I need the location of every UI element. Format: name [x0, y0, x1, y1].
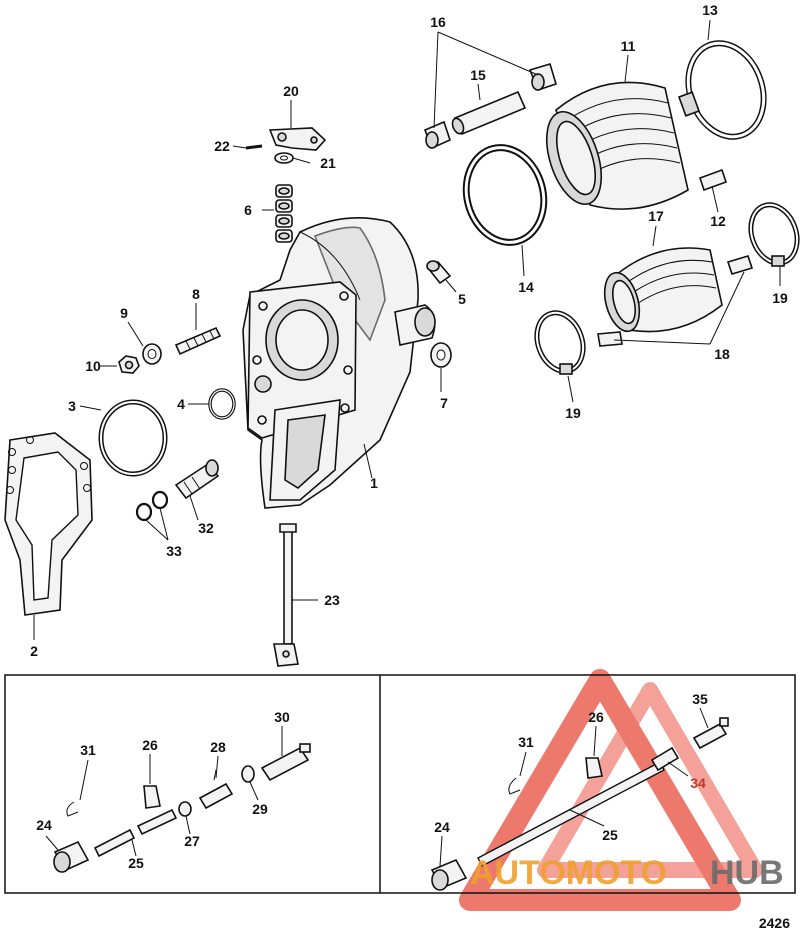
left-panel-callouts: 31 26 28 30 29 27 25 24	[36, 709, 290, 871]
watermark-logo	[459, 669, 763, 911]
right-callout-35: 35	[692, 691, 708, 707]
bottom-panels	[4, 674, 796, 894]
left-callout-29: 29	[252, 801, 268, 817]
right-callout-25: 25	[602, 827, 618, 843]
nut-part	[118, 355, 140, 374]
stud-part	[174, 326, 222, 356]
washer-right-part	[430, 342, 452, 368]
right-callout-26: 26	[588, 709, 604, 725]
callout-10: 10	[85, 358, 101, 374]
callout-19-right: 19	[772, 290, 788, 306]
gimbal-housing-part	[242, 217, 436, 509]
callout-6: 6	[244, 202, 252, 218]
left-panel-parts	[53, 743, 311, 873]
callout-8: 8	[192, 286, 200, 302]
right-callout-24: 24	[434, 819, 450, 835]
shift-lever-part	[268, 127, 327, 151]
large-clamp-part	[677, 40, 767, 140]
callout-13: 13	[702, 2, 718, 18]
left-panel-leaders	[45, 726, 283, 857]
right-panel-parts	[430, 717, 729, 891]
callout-33: 33	[166, 543, 182, 559]
right-panel-leaders	[439, 707, 709, 867]
right-callout-34: 34	[690, 775, 706, 791]
shift-shaft-part	[273, 523, 299, 667]
callout-18: 18	[714, 346, 730, 362]
clip-part-12	[698, 168, 728, 192]
callout-15: 15	[470, 67, 486, 83]
left-callout-25: 25	[128, 855, 144, 871]
clips-part-16	[423, 63, 557, 150]
pin-part	[245, 144, 263, 150]
small-bellows-part	[603, 247, 723, 333]
o-rings-part-33	[135, 490, 169, 522]
tube-part	[451, 90, 527, 136]
callout-9: 9	[120, 305, 128, 321]
large-o-ring-part	[98, 399, 168, 477]
callout-20: 20	[283, 83, 299, 99]
callout-numbers: 1 2 3 4 5 6 7 8 9 10 11 12 13 14 15 16 1…	[30, 2, 788, 659]
watermark-text-hub: HUB	[710, 854, 784, 892]
small-o-ring-part	[208, 388, 236, 420]
valve-part-32	[174, 459, 220, 500]
left-callout-30: 30	[274, 709, 290, 725]
callout-1: 1	[370, 475, 378, 491]
bushing-stack-part	[275, 184, 293, 243]
right-panel-callouts: 31 26 35 34 25 24	[434, 691, 708, 843]
figure-number: 2426	[759, 915, 790, 931]
exhaust-ring-part	[462, 144, 548, 246]
washer-left-part	[142, 343, 162, 365]
gasket-part	[4, 432, 93, 616]
callout-17: 17	[648, 208, 664, 224]
watermark-text-automoto: AUTOMOTO	[470, 854, 667, 892]
watermark-text: AUTOMOTO HUB	[470, 854, 784, 892]
clips-part-18	[597, 255, 754, 347]
leader-lines	[33, 19, 781, 640]
callout-12: 12	[710, 213, 726, 229]
hose-clamps-part-19	[534, 202, 800, 375]
callout-16: 16	[430, 14, 446, 30]
left-callout-24: 24	[36, 817, 52, 833]
callout-23: 23	[324, 592, 340, 608]
callout-3: 3	[68, 398, 76, 414]
callout-14: 14	[518, 279, 534, 295]
left-callout-28: 28	[210, 739, 226, 755]
callout-19-lower: 19	[565, 405, 581, 421]
callout-21: 21	[320, 155, 336, 171]
left-callout-26: 26	[142, 737, 158, 753]
callout-32: 32	[198, 520, 214, 536]
callout-11: 11	[621, 38, 636, 54]
exhaust-bellows-part	[545, 81, 689, 210]
washer-small-part	[274, 152, 294, 164]
callout-5: 5	[458, 291, 466, 307]
left-callout-27: 27	[184, 833, 200, 849]
callout-4: 4	[177, 396, 185, 412]
callout-2: 2	[30, 643, 38, 659]
right-callout-31: 31	[518, 734, 534, 750]
callout-22: 22	[214, 138, 230, 154]
left-callout-31: 31	[80, 742, 96, 758]
callout-7: 7	[440, 395, 448, 411]
bushing-part	[426, 260, 452, 285]
